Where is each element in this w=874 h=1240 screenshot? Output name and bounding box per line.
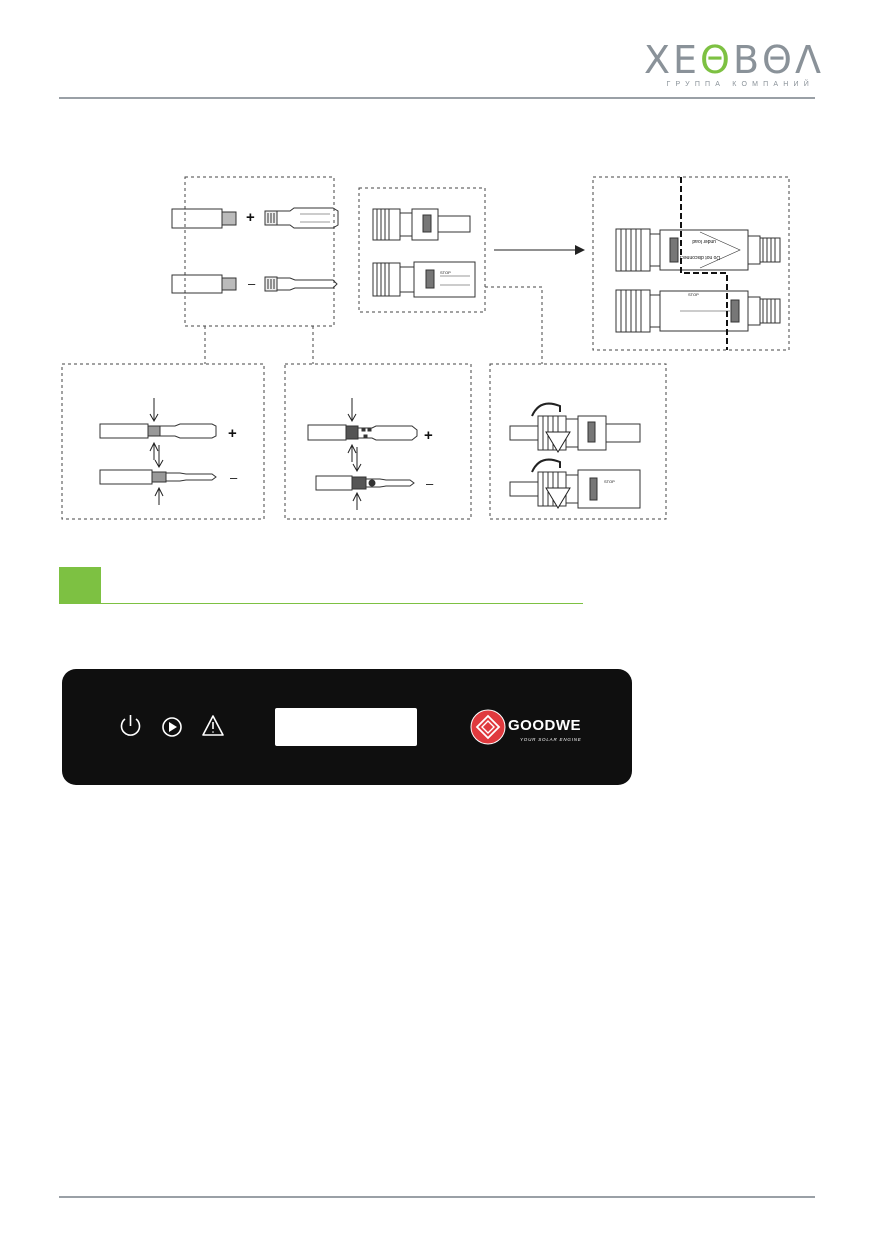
box-tighten [489,363,667,520]
brand-emblem-icon [470,709,506,745]
do-not-disconnect-label: Do not disconnect [679,254,720,260]
box-insert [284,363,472,520]
box-pins [184,176,335,327]
crimp-arrows [149,398,164,505]
mated-connectors [615,177,781,350]
lcd-screen [275,708,417,746]
logo-subtitle: ГРУППА КОМПАНИЙ [666,81,814,88]
box-housings [358,187,486,313]
stop-label: STOP [604,479,615,484]
stop-label: STOP [440,270,451,275]
minus-label: – [230,470,238,485]
logo-wordmark: XEΘBΘΛ [644,38,821,82]
power-icon [120,715,141,736]
logo-word-part: BΘΛ [732,38,824,82]
insert-arrows [347,398,362,510]
under-load-label: under load [692,238,716,244]
arrow-head [575,245,585,255]
logo-word-accent: Θ [700,38,733,82]
leader-pins [204,326,314,364]
plus-label: + [228,425,237,442]
tighten-step [509,402,641,509]
company-logo: XEΘBΘΛ ГРУППА КОМПАНИЙ [644,38,821,90]
footer-rule [59,1196,815,1198]
minus-label: – [426,476,434,491]
box-mated [592,176,790,351]
leader-housing [485,286,543,364]
brand-name: GOODWE [508,717,581,734]
section-marker [59,567,101,604]
separation-line [680,177,728,350]
connector-assembly-diagram: + – + – + – STOP STOP STOP under load Do… [61,176,790,520]
play-icon [162,717,182,737]
insert-step [307,398,418,510]
diagram-boxes [61,176,790,520]
crimp-step [99,398,217,505]
warning-icon [202,715,224,736]
header-rule [59,97,815,99]
minus-label: – [248,276,256,291]
brand-tagline: YOUR SOLAR ENGINE [520,737,582,742]
section-underline [101,603,583,604]
stop-label: STOP [688,292,699,297]
cable-and-pins [171,207,339,294]
connector-housings [372,208,476,298]
logo-word-part: XE [644,38,701,82]
plus-label: + [246,209,255,226]
plus-label: + [424,427,433,444]
box-crimp [61,363,265,520]
diagram-labels: + – + – + – STOP STOP STOP under load Do… [228,209,720,491]
